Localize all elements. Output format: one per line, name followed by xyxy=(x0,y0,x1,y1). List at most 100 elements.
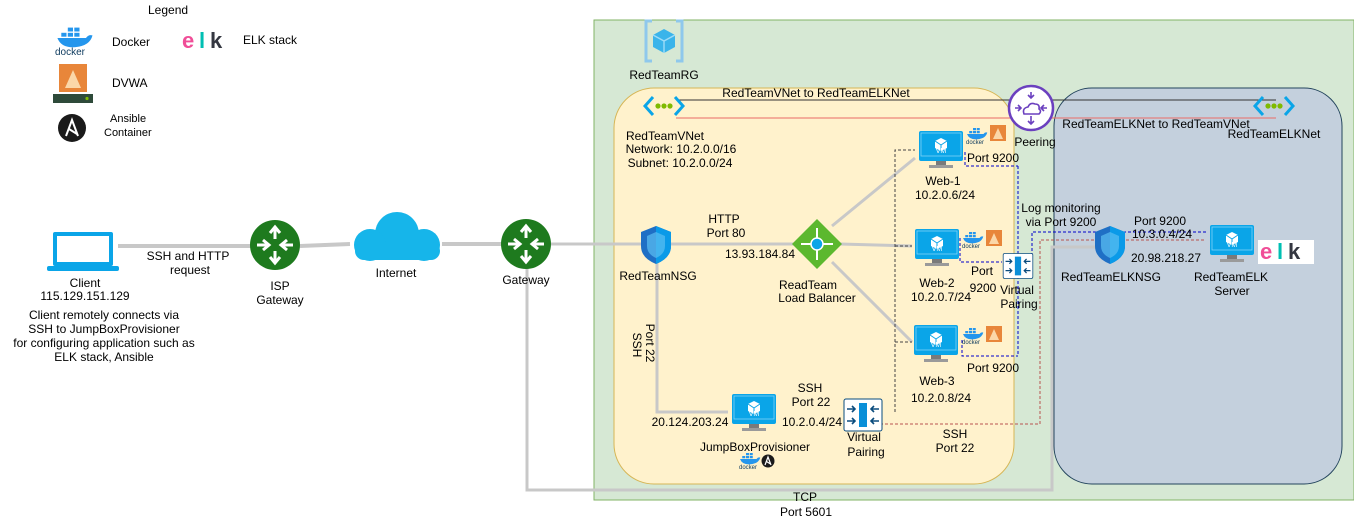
peering-to-red-label: RedTeamELKNet to RedTeamVNet xyxy=(1062,117,1250,131)
ssh-elk-label-1: SSH xyxy=(943,427,968,441)
elknet-container xyxy=(1053,87,1343,485)
connectors xyxy=(118,99,1276,492)
load-balancer-label-1: ReadTeam xyxy=(779,278,837,292)
web2-vm-badge: VM xyxy=(932,246,943,253)
elk-letter-l: l xyxy=(199,28,205,53)
client-desc-line-4: ELK stack, Ansible xyxy=(54,350,154,364)
peering-icon xyxy=(1007,84,1055,132)
jumpbox-vm-icon: VM xyxy=(731,393,777,432)
legend-dvwa-label: DVWA xyxy=(112,76,148,90)
jumpbox-private-ip: 10.2.0.4/24 xyxy=(782,415,842,429)
jumpbox-name: JumpBoxProvisioner xyxy=(700,440,810,454)
client-name: Client xyxy=(70,276,101,290)
log-monitoring-label-1: Log monitoring xyxy=(1021,201,1100,215)
gateway-icon xyxy=(499,217,553,271)
redteam-vnet-container xyxy=(613,87,1015,485)
elk-nsg-name: RedTeamELKNSG xyxy=(1061,270,1161,284)
client-desc-line-3: for configuring application such as xyxy=(13,336,194,350)
legend-title: Legend xyxy=(148,3,188,17)
lb-web3-link xyxy=(830,260,914,344)
elk-server-letter-l: l xyxy=(1277,239,1283,264)
elk-server-public-ip: 20.98.218.27 xyxy=(1131,251,1201,265)
jumpbox-docker-icon: docker xyxy=(739,453,761,471)
client-ip: 115.129.151.129 xyxy=(40,289,130,303)
jumpbox-ssh-label-1: SSH xyxy=(798,381,823,395)
web3-ip: 10.2.0.8/24 xyxy=(911,391,971,405)
tcp-label-2: Port 5601 xyxy=(780,505,832,519)
virtual-pairing-bottom-label-1: Virtual xyxy=(847,430,881,444)
redteam-vnet-name: RedTeamVNet xyxy=(626,129,705,143)
jumpbox-ssh-label-2: Port 22 xyxy=(792,395,831,409)
client-link-label-1: SSH and HTTP xyxy=(147,249,230,263)
web1-dvwa-icon xyxy=(990,125,1006,141)
load-balancer-icon xyxy=(792,219,842,269)
docker-icon: docker xyxy=(55,27,93,58)
elk-server-letter-k: k xyxy=(1288,239,1301,264)
isp-gateway-label-1: ISP xyxy=(270,279,289,293)
web3-docker-icon: docker xyxy=(962,328,984,346)
web2-ip: 10.2.0.7/24 xyxy=(911,290,971,304)
nsg-http-label-1: HTTP xyxy=(708,212,739,226)
nsg-jumpbox-link xyxy=(655,262,728,414)
jumpbox-vm-badge: VM xyxy=(749,411,760,418)
lb-web1-link xyxy=(831,156,916,228)
jumpbox-public-ip: 20.124.203.24 xyxy=(652,415,729,429)
elk-server-elk-logo: e l k xyxy=(1258,239,1314,264)
log-monitoring-label-2: via Port 9200 xyxy=(1026,215,1097,229)
legend-elk-label: ELK stack xyxy=(243,33,298,47)
legend-ansible-label-1: Ansible xyxy=(110,113,146,125)
web1-docker-icon: docker xyxy=(966,128,988,146)
isp-internet-link xyxy=(299,242,351,248)
elk-server-label-2: Server xyxy=(1214,284,1249,298)
peering-to-elk-label: RedTeamVNet to RedTeamELKNet xyxy=(722,86,910,100)
elk-server-label-1: RedTeamELK xyxy=(1194,270,1268,284)
web1-port: Port 9200 xyxy=(967,151,1019,165)
web2-name: Web-2 xyxy=(919,276,954,290)
internet-label: Internet xyxy=(376,266,417,280)
ansible-icon xyxy=(58,114,86,142)
legend-docker-label: Docker xyxy=(112,35,150,49)
elk-server-port: Port 9200 xyxy=(1134,214,1186,228)
web2-port-1: Port xyxy=(971,264,994,278)
load-balancer-ip: 13.93.184.84 xyxy=(725,247,795,261)
redteam-nsg-name: RedTeamNSG xyxy=(619,269,696,283)
gateway-label: Gateway xyxy=(502,273,549,287)
client-desc-line-2: SSH to JumpBoxProvisioner xyxy=(28,322,179,336)
web2-docker-text: docker xyxy=(962,244,980,250)
virtual-pairing-top-label-1: Virtual xyxy=(1000,283,1034,297)
tcp-5601-link xyxy=(525,245,1098,492)
web1-vm-badge: VM xyxy=(936,148,947,155)
dvwa-icon xyxy=(53,64,93,103)
redteam-vnet-network: Network: 10.2.0.0/16 xyxy=(626,142,737,156)
isp-gateway-label-2: Gateway xyxy=(256,293,303,307)
elknet-name: RedTeamELKNet xyxy=(1228,127,1321,141)
docker-icon-text: docker xyxy=(55,47,86,58)
virtual-pairing-top-label-2: Pairing xyxy=(1000,297,1037,311)
legend-ansible-label-2: Container xyxy=(104,127,152,139)
web2-dvwa-icon xyxy=(986,230,1002,246)
client-link-label-2: request xyxy=(170,263,211,277)
elk-letter-e: e xyxy=(182,28,194,53)
ssh-elk-label-2: Port 22 xyxy=(936,441,975,455)
legend: Legend docker Docker e l k ELK stack DVW… xyxy=(53,3,298,142)
elk-server-vm-badge: VM xyxy=(1227,242,1238,249)
internet-cloud-icon xyxy=(354,212,440,261)
web3-docker-text: docker xyxy=(962,340,980,346)
jumpbox-ansible-icon xyxy=(761,454,775,468)
nsg-ssh-label-1: SSH xyxy=(630,333,644,358)
elk-letter-k: k xyxy=(210,28,223,53)
elk-stack-logo: e l k xyxy=(182,28,223,53)
client-laptop-icon xyxy=(47,232,119,271)
virtual-pairing-bottom-icon xyxy=(843,398,883,432)
jumpbox-docker-text: docker xyxy=(739,465,757,471)
web3-dvwa-icon xyxy=(986,326,1002,342)
elk-server-private-ip: 10.3.0.4/24 xyxy=(1132,227,1192,241)
web3-port: Port 9200 xyxy=(967,361,1019,375)
web3-vm-icon: VM xyxy=(913,324,959,363)
tcp-label-1: TCP xyxy=(793,490,817,504)
load-balancer-label-2: Load Balancer xyxy=(778,291,855,305)
client-desc-line-1: Client remotely connects via xyxy=(29,308,179,322)
isp-gateway-icon xyxy=(248,218,302,272)
web1-ip: 10.2.0.6/24 xyxy=(915,188,975,202)
